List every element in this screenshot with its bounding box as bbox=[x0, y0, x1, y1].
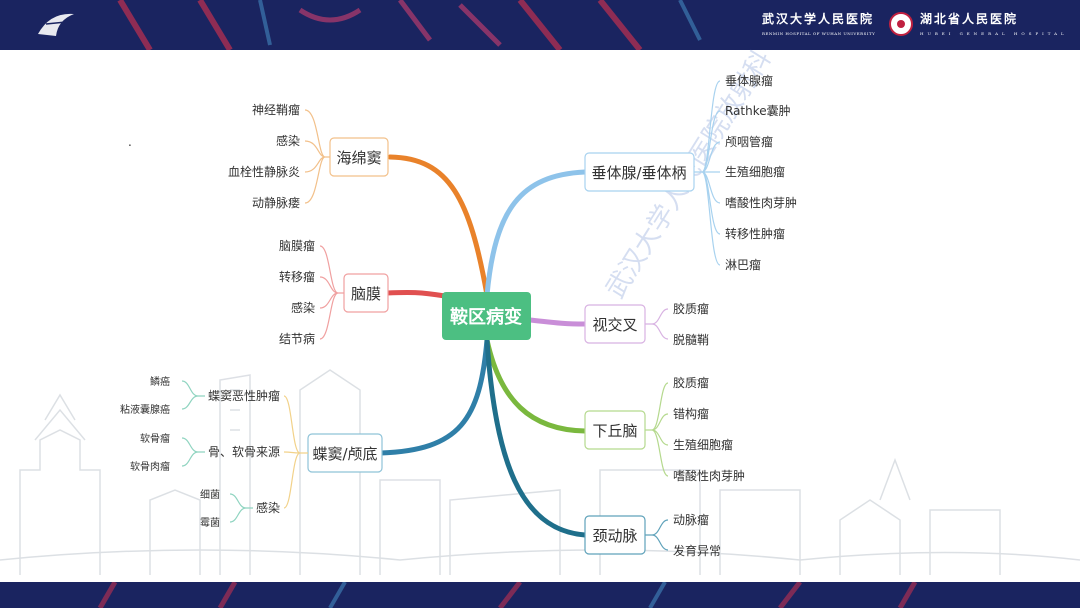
naomo-leaf-1: 脑膜瘤 bbox=[279, 238, 315, 253]
hospital-left-sub: RENMIN HOSPITAL OF WUHAN UNIVERSITY bbox=[762, 31, 876, 36]
dieou-sub2-leaf-2: 软骨肉瘤 bbox=[130, 460, 170, 473]
branch-shijiaocha-label: 视交叉 bbox=[592, 316, 637, 334]
footer-decoration bbox=[97, 582, 918, 608]
chuiti-leaf-connectors bbox=[694, 80, 721, 266]
branch-jingdongmai[interactable]: 颈动脉 bbox=[584, 515, 646, 555]
jingdongmai-leaf-connectors bbox=[645, 519, 669, 551]
branch-xiaqiunao-label: 下丘脑 bbox=[592, 422, 637, 440]
jingdongmai-leaf-2: 发育异常 bbox=[673, 543, 721, 558]
dieou-sub3-leaf-2: 霉菌 bbox=[200, 517, 220, 529]
chuiti-leaf-5: 嗜酸性肉芽肿 bbox=[725, 195, 797, 210]
stray-dot: . bbox=[128, 135, 132, 149]
dieou-sub3-leaf-1: 细菌 bbox=[200, 488, 220, 501]
branch-jingdongmai-label: 颈动脉 bbox=[592, 527, 637, 545]
center-node[interactable]: 鞍区病变 bbox=[442, 292, 531, 340]
dieou-sub1-leaf-1: 鳞癌 bbox=[150, 375, 170, 388]
chuiti-leaf-6: 转移性肿瘤 bbox=[725, 226, 785, 241]
xiaqiunao-leaf-4: 嗜酸性肉芽肿 bbox=[673, 468, 745, 483]
naomo-leaf-2: 转移瘤 bbox=[279, 269, 315, 284]
xiaqiunao-leaf-1: 胶质瘤 bbox=[673, 375, 709, 390]
hospital-left-name: 武汉大学人民医院 bbox=[762, 12, 875, 26]
dieou-sub2-leaf-1: 软骨瘤 bbox=[140, 432, 170, 445]
dieou-sub3-connectors bbox=[229, 493, 253, 523]
dieou-sub1-leaf-2: 粘液囊腺癌 bbox=[120, 403, 170, 416]
center-label: 鞍区病变 bbox=[450, 306, 522, 328]
dieou-sub-connectors bbox=[283, 395, 308, 509]
header-decoration bbox=[117, 0, 702, 50]
xiaqiunao-leaf-2: 错构瘤 bbox=[673, 406, 709, 421]
footer-bar bbox=[0, 582, 1080, 608]
chuiti-leaf-1: 垂体腺瘤 bbox=[725, 73, 773, 88]
haimian-leaf-3: 血栓性静脉炎 bbox=[228, 164, 300, 179]
shijiaocha-leaf-connectors bbox=[645, 308, 669, 340]
haimian-leaf-2: 感染 bbox=[276, 133, 300, 148]
branch-chuiti-label: 垂体腺/垂体柄 bbox=[591, 164, 686, 182]
crane-bird-icon bbox=[38, 13, 74, 36]
haimian-leaf-connectors bbox=[304, 109, 330, 204]
branch-xiaqiunao[interactable]: 下丘脑 bbox=[584, 410, 646, 450]
dieou-sub2-connectors bbox=[181, 437, 205, 467]
chuiti-leaf-7: 淋巴瘤 bbox=[725, 257, 761, 272]
haimian-leaf-1: 神经鞘瘤 bbox=[252, 102, 300, 117]
xiaqiunao-leaf-3: 生殖细胞瘤 bbox=[673, 437, 733, 452]
hospital-right-sub: HUBEI GENERAL HOSPITAL bbox=[920, 31, 1068, 36]
hospital-seal-icon bbox=[889, 12, 913, 36]
header-bar: 武汉大学人民医院 RENMIN HOSPITAL OF WUHAN UNIVER… bbox=[0, 0, 1080, 50]
dieou-sub-1: 蝶窦恶性肿瘤 bbox=[208, 388, 280, 403]
naomo-leaf-4: 结节病 bbox=[279, 331, 315, 346]
xiaqiunao-leaf-connectors bbox=[645, 382, 669, 477]
chuiti-leaf-2: Rathke囊肿 bbox=[725, 103, 791, 118]
branch-naomo-label: 脑膜 bbox=[351, 285, 381, 303]
main-connectors bbox=[378, 154, 588, 538]
chuiti-leaf-3: 颅咽管瘤 bbox=[725, 134, 773, 149]
jingdongmai-leaf-1: 动脉瘤 bbox=[673, 512, 709, 527]
hospital-right-name: 湖北省人民医院 bbox=[920, 12, 1019, 26]
shijiaocha-leaf-2: 脱髓鞘 bbox=[673, 332, 709, 347]
branch-haimian-label: 海绵窦 bbox=[336, 149, 381, 167]
naomo-leaf-3: 感染 bbox=[291, 300, 315, 315]
branch-shijiaocha[interactable]: 视交叉 bbox=[584, 304, 646, 344]
branch-dieou[interactable]: 蝶窦/颅底 bbox=[307, 433, 383, 473]
branch-naomo[interactable]: 脑膜 bbox=[343, 273, 389, 313]
branch-dieou-label: 蝶窦/颅底 bbox=[312, 445, 377, 463]
dieou-sub1-connectors bbox=[181, 380, 205, 410]
dieou-sub-3: 感染 bbox=[256, 500, 280, 515]
naomo-leaf-connectors bbox=[319, 245, 344, 340]
dieou-sub-2: 骨、软骨来源 bbox=[208, 445, 280, 459]
branch-haimian[interactable]: 海绵窦 bbox=[329, 137, 389, 177]
chuiti-leaf-4: 生殖细胞瘤 bbox=[725, 164, 785, 179]
haimian-leaf-4: 动静脉瘘 bbox=[252, 195, 300, 210]
branch-chuiti[interactable]: 垂体腺/垂体柄 bbox=[584, 152, 695, 192]
shijiaocha-leaf-1: 胶质瘤 bbox=[673, 301, 709, 316]
